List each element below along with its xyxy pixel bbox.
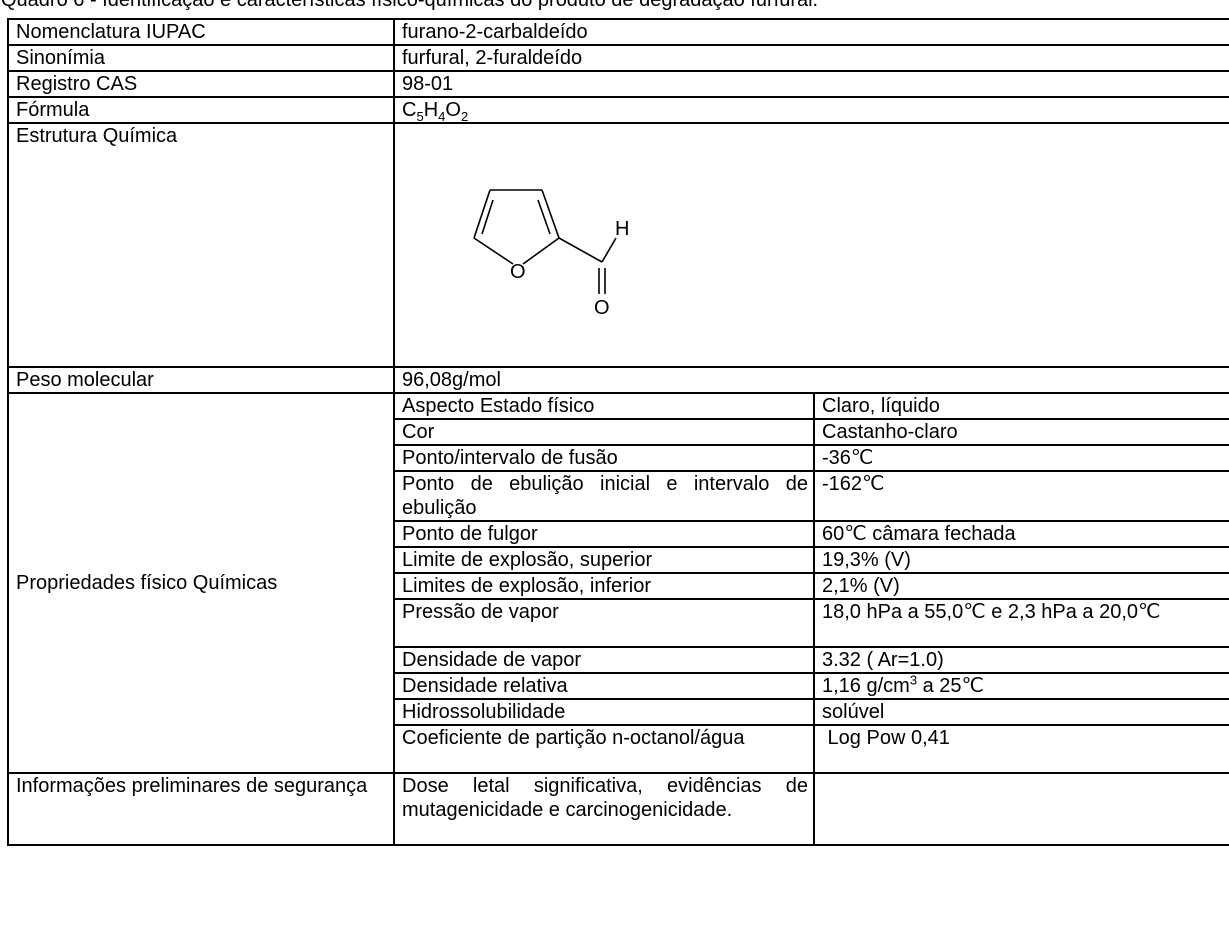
property-value: 60℃ câmara fechada xyxy=(813,520,1229,548)
property-value: 1,16 g/cm3 a 25℃ xyxy=(813,672,1229,700)
table-row: Peso molecular 96,08g/mol xyxy=(7,366,1229,394)
table-row: Limites de explosão, inferior 2,1% (V) xyxy=(8,572,1229,600)
property-name: Cor xyxy=(393,418,815,446)
property-name: Pressão de vapor xyxy=(393,598,815,648)
row-value-safety-empty xyxy=(813,772,1229,846)
table-row: Pressão de vapor 18,0 hPa a 55,0℃ e 2,3 … xyxy=(8,598,1229,648)
property-value: 2,1% (V) xyxy=(813,572,1229,600)
table-row: Densidade relativa 1,16 g/cm3 a 25℃ xyxy=(8,672,1229,700)
row-value-safety: Dose letal significativa, evidências de … xyxy=(393,772,815,846)
property-name: Hidrossolubilidade xyxy=(393,698,815,726)
property-name: Ponto de ebulição inicial e intervalo de… xyxy=(393,470,815,522)
formula-h: H xyxy=(423,99,439,121)
property-name: Ponto de fulgor xyxy=(393,520,815,548)
table-row: Cor Castanho-claro xyxy=(8,418,1229,446)
table-row: Registro CAS 98-01 xyxy=(7,70,1229,98)
carbonyl-oxygen-label: O xyxy=(594,297,610,316)
property-value: Castanho-claro xyxy=(813,418,1229,446)
formula-o-count: 2 xyxy=(460,109,469,124)
furfural-properties-table: Nomenclatura IUPAC furano-2-carbaldeído … xyxy=(7,18,1229,846)
row-value-synonym: furfural, 2-furaldeído xyxy=(393,44,1229,72)
table-row: Propriedades físico Químicas Aspecto Est… xyxy=(7,392,1229,774)
property-value: 19,3% (V) xyxy=(813,546,1229,574)
property-value: -36℃ xyxy=(813,444,1229,472)
formula-o: O xyxy=(445,99,461,121)
row-value-cas: 98-01 xyxy=(393,70,1229,98)
density-value: 1,16 g/cm xyxy=(822,675,910,697)
table-caption: Quadro 6 - Identificação e característic… xyxy=(1,0,819,11)
property-value: 18,0 hPa a 55,0℃ e 2,3 hPa a 20,0℃ xyxy=(813,598,1229,648)
table-row: Densidade de vapor 3.32 ( Ar=1.0) xyxy=(8,646,1229,674)
furfural-structure-drawing: O H O xyxy=(473,189,629,316)
density-temperature: a 25℃ xyxy=(917,675,985,697)
chemical-structure: O H O xyxy=(395,124,1229,366)
density-exponent: 3 xyxy=(909,672,918,688)
row-value-mol-weight: 96,08g/mol xyxy=(393,366,1229,394)
property-name: Aspecto Estado físico xyxy=(393,392,815,420)
formula-c: C xyxy=(402,99,417,121)
property-value: Log Pow 0,41 xyxy=(813,724,1229,774)
table-row: Fórmula C5H4O2 xyxy=(7,96,1229,124)
table-row: Ponto de fulgor 60℃ câmara fechada xyxy=(8,520,1229,548)
table-row: Informações preliminares de segurança Do… xyxy=(7,772,1229,846)
table-row: Estrutura Química xyxy=(7,122,1229,368)
row-label-iupac: Nomenclatura IUPAC xyxy=(7,18,395,46)
table-row: Ponto de ebulição inicial e intervalo de… xyxy=(8,470,1229,522)
property-value: Claro, líquido xyxy=(813,392,1229,420)
row-label-synonym: Sinonímia xyxy=(7,44,395,72)
property-name: Densidade relativa xyxy=(393,672,815,700)
row-value-formula: C5H4O2 xyxy=(393,96,1229,124)
table-row: Sinonímia furfural, 2-furaldeído xyxy=(7,44,1229,72)
property-name: Coeficiente de partição n-octanol/água xyxy=(393,724,815,774)
ring-oxygen-label: O xyxy=(510,261,526,283)
row-label-properties: Propriedades físico Químicas xyxy=(7,392,395,774)
row-label-formula: Fórmula xyxy=(7,96,395,124)
table-row: Limite de explosão, superior 19,3% (V) xyxy=(8,546,1229,574)
row-label-safety: Informações preliminares de segurança xyxy=(7,772,395,846)
formula-h-count: 4 xyxy=(438,109,446,124)
row-value-structure: O H O xyxy=(393,122,1229,368)
row-value-iupac: furano-2-carbaldeído xyxy=(393,18,1229,46)
property-value: -162℃ xyxy=(813,470,1229,522)
property-name: Limite de explosão, superior xyxy=(393,546,815,574)
property-name: Densidade de vapor xyxy=(393,646,815,674)
property-value: solúvel xyxy=(813,698,1229,726)
table-row: Nomenclatura IUPAC furano-2-carbaldeído xyxy=(7,18,1229,46)
row-label-structure: Estrutura Química xyxy=(7,122,395,368)
row-label-mol-weight: Peso molecular xyxy=(7,366,395,394)
table-row: Coeficiente de partição n-octanol/água L… xyxy=(8,724,1229,774)
table-row: Hidrossolubilidade solúvel xyxy=(8,698,1229,726)
row-label-cas: Registro CAS xyxy=(7,70,395,98)
property-name: Limites de explosão, inferior xyxy=(393,572,815,600)
table-row: Ponto/intervalo de fusão -36℃ xyxy=(8,444,1229,472)
hydrogen-label: H xyxy=(615,218,629,240)
property-value: 3.32 ( Ar=1.0) xyxy=(813,646,1229,674)
property-name: Ponto/intervalo de fusão xyxy=(393,444,815,472)
formula-c-count: 5 xyxy=(416,109,424,124)
